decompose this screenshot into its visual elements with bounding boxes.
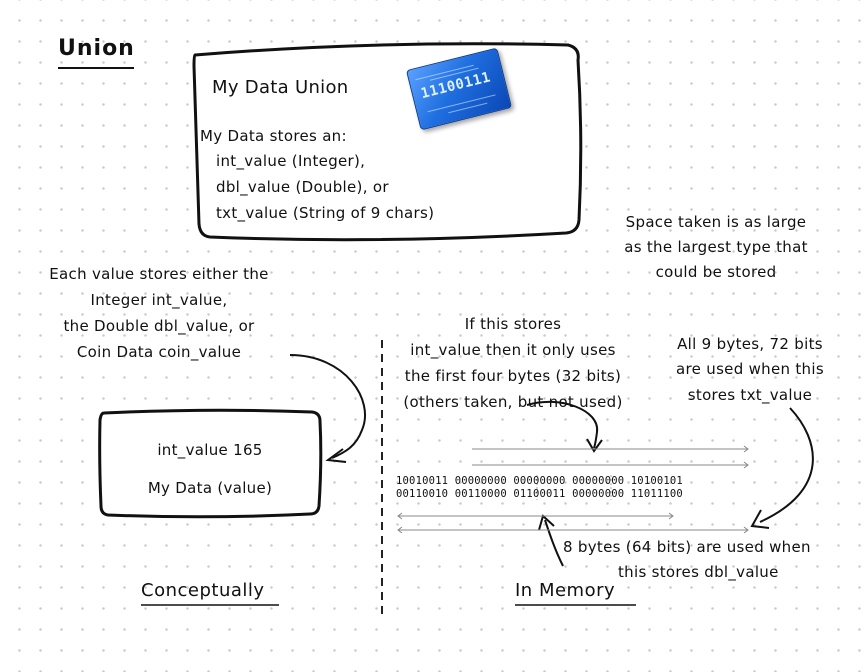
caption-in-memory: In Memory bbox=[515, 580, 616, 601]
txt-note-line: All 9 bytes, 72 bits bbox=[677, 335, 823, 353]
each-value-note-line: Coin Data coin_value bbox=[76, 343, 242, 361]
union-line: int_value (Integer), bbox=[216, 152, 366, 170]
each-value-note-line: the Double dbl_value, or bbox=[63, 317, 255, 335]
arrow-to-dbl-range bbox=[544, 519, 564, 567]
arrow-to-concept-box-head bbox=[325, 448, 347, 463]
concept-box-border bbox=[98, 408, 323, 519]
dbl-note-line: 8 bytes (64 bits) are used when bbox=[563, 538, 811, 556]
space-note-line: as the largest type that bbox=[624, 238, 808, 256]
txt-note-line: stores txt_value bbox=[687, 386, 813, 404]
range-arrowheads bbox=[397, 445, 749, 534]
union-name: My Data Union bbox=[212, 77, 349, 98]
caption-conceptually: Conceptually bbox=[141, 580, 265, 601]
page-title: Union bbox=[58, 36, 135, 61]
int-note-line: int_value then it only uses bbox=[410, 341, 616, 359]
arrow-to-txt-range bbox=[759, 407, 814, 523]
each-value-note-line: Each value stores either the bbox=[49, 265, 269, 283]
arrow-to-concept-box bbox=[289, 354, 366, 459]
union-line: dbl_value (Double), or bbox=[216, 178, 389, 196]
each-value-note-line: Integer int_value, bbox=[90, 291, 228, 309]
memory-row-1: 10010011 00000000 00000000 00000000 1010… bbox=[396, 475, 683, 487]
dbl-note-line: this stores dbl_value bbox=[618, 563, 779, 581]
union-line: txt_value (String of 9 chars) bbox=[216, 204, 435, 222]
memory-row-2: 00110010 00110000 01100011 00000000 1101… bbox=[396, 488, 683, 500]
int-note-line: the first four bytes (32 bits) bbox=[404, 367, 622, 385]
arrow-to-int-range-head bbox=[586, 438, 603, 453]
space-note-line: Space taken is as large bbox=[625, 213, 807, 231]
concept-value-line: int_value 165 bbox=[157, 441, 263, 459]
arrow-to-txt-range-head bbox=[750, 509, 770, 529]
txt-note-line: are used when this bbox=[676, 360, 824, 378]
int-note-line: If this stores bbox=[464, 315, 562, 333]
space-note-line: could be stored bbox=[655, 263, 777, 281]
arrow-to-int-range bbox=[526, 400, 599, 449]
concept-name-line: My Data (value) bbox=[147, 479, 273, 497]
union-line: My Data stores an: bbox=[200, 127, 347, 145]
int-note-line: (others taken, but not used) bbox=[403, 393, 623, 411]
